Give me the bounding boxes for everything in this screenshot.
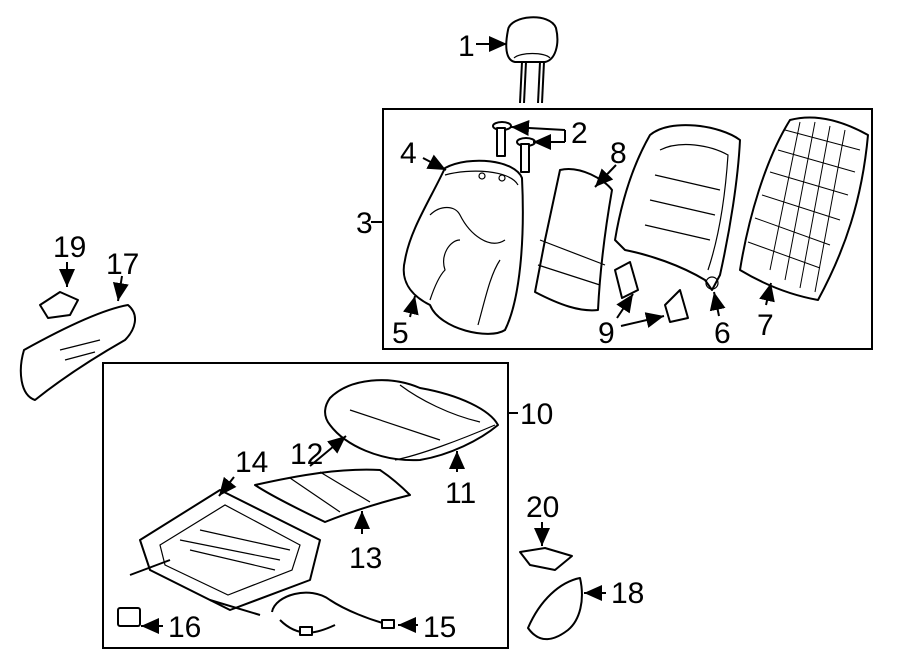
headrest-guide-part (492, 121, 536, 173)
wire-harness-part (271, 591, 395, 636)
seatback-frame-part (614, 124, 741, 291)
callout-19: 19 (53, 231, 86, 264)
callout-15: 15 (423, 611, 456, 644)
callout-11: 11 (445, 477, 476, 510)
callout-7: 7 (757, 309, 774, 342)
small-cover-part (39, 291, 79, 319)
cushion-pad-part (254, 468, 411, 523)
callout-14: 14 (235, 446, 268, 479)
callout-17: 17 (106, 248, 139, 281)
seat-frame-part (129, 489, 321, 616)
seat-cushion-cover-part (324, 379, 499, 462)
seatback-pad-part (534, 168, 613, 312)
callout-12: 12 (290, 438, 323, 471)
bracket-part (614, 261, 689, 323)
callout-8: 8 (610, 137, 627, 170)
side-cover-part (19, 304, 136, 401)
callout-20: 20 (526, 491, 559, 524)
headrest-part (505, 16, 559, 104)
callout-10: 10 (520, 398, 553, 431)
callout-13: 13 (349, 542, 382, 575)
callout-9: 9 (598, 317, 615, 350)
callout-2: 2 (571, 117, 588, 150)
connector-part (117, 607, 141, 627)
seatback-group-box (382, 108, 873, 350)
leader-lines (59, 36, 775, 634)
callout-4: 4 (400, 137, 417, 170)
cushion-group-box (102, 362, 509, 649)
trim-cover-part (527, 577, 583, 641)
callout-16: 16 (168, 611, 201, 644)
callout-1: 1 (458, 30, 475, 63)
small-trim-part (519, 547, 573, 571)
seatback-cover-part (402, 159, 524, 335)
callout-5: 5 (392, 317, 409, 350)
callout-3: 3 (356, 207, 373, 240)
callout-18: 18 (611, 577, 644, 610)
callout-6: 6 (714, 317, 731, 350)
seatback-panel-part (739, 116, 869, 301)
